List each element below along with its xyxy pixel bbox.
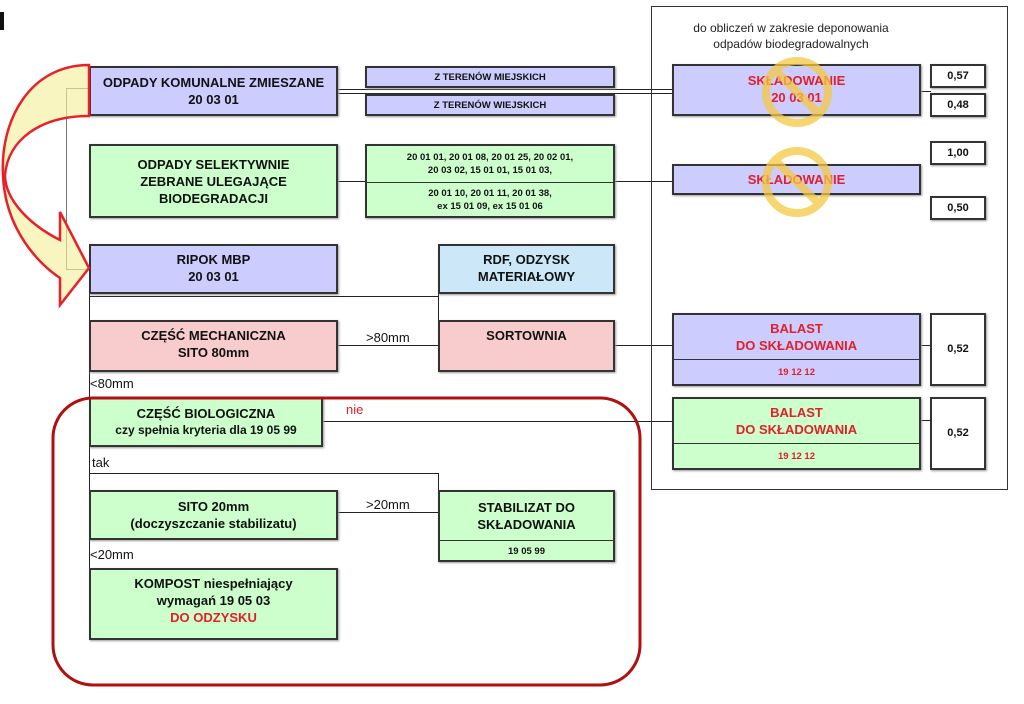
box-label: SKŁADOWANIE: [747, 172, 846, 187]
box-label: BIODEGRADACJI: [158, 190, 269, 206]
box-label: ODPADY KOMUNALNE ZMIESZANE: [102, 75, 325, 90]
box-label: DO SKŁADOWANIA: [735, 422, 858, 437]
landfill-panel: [651, 6, 1008, 490]
urban-box: Z TERENÓW MIEJSKICH: [365, 66, 615, 88]
box-label: RIPOK MBP: [176, 252, 251, 267]
box-code: 19 12 12: [778, 450, 815, 462]
panel-title-line: odpadów biodegradowalnych: [713, 37, 869, 51]
box-label: RDF, ODZYSK: [483, 252, 570, 267]
connector: [338, 512, 438, 513]
connector: [921, 345, 931, 346]
connector: [338, 93, 672, 94]
waste-codes-box: 20 01 01, 20 01 08, 20 01 25, 20 02 01, 2…: [365, 144, 615, 218]
rdf-box: RDF, ODZYSK MATERIAŁOWY: [438, 244, 615, 294]
box-label: Z TERENÓW MIEJSKICH: [434, 71, 546, 83]
landfill-box-2: SKŁADOWANIE: [672, 164, 921, 195]
label-lt80: <80mm: [90, 376, 134, 391]
box-label: czy spełnia kryteria dla 19 05 99: [115, 423, 297, 437]
connector: [89, 296, 439, 297]
mechanical-part-box: CZĘŚĆ MECHANICZNA SITO 80mm: [89, 320, 338, 372]
value-box: 0,48: [930, 93, 986, 117]
box-label: wymagań 19 05 03: [156, 593, 271, 608]
corner-mark: [0, 12, 4, 30]
connector: [66, 88, 67, 270]
codes-line: 20 01 10, 20 01 11, 20 01 38,: [428, 188, 552, 199]
box-label: BALAST: [770, 321, 823, 336]
box-code: 20 03 01: [771, 90, 822, 105]
box-label: SITO 80mm: [177, 345, 250, 360]
connector: [322, 421, 672, 422]
value-box: 0,52: [930, 313, 986, 386]
box-label: ODPADY SELEKTYWNIE: [137, 156, 290, 172]
box-label: BALAST: [770, 405, 823, 420]
codes-line: 20 03 02, 15 01 01, 15 01 03,: [427, 165, 553, 176]
panel-title: do obliczeń w zakresie deponowania odpad…: [651, 20, 931, 52]
value-box: 0,52: [930, 397, 986, 470]
box-label: SITO 20mm: [177, 499, 250, 514]
value: 1,00: [947, 146, 969, 159]
box-label: DO SKŁADOWANIA: [735, 338, 858, 353]
box-label: SKŁADOWANIA: [477, 517, 576, 532]
connector: [921, 420, 931, 421]
box-label: DO ODZYSKU: [170, 610, 257, 625]
value: 0,52: [947, 343, 969, 355]
ballast-box-2: BALAST DO SKŁADOWANIA 19 12 12: [672, 397, 921, 470]
value: 0,52: [947, 427, 969, 439]
box-label: (doczyszczanie stabilizatu): [130, 516, 297, 531]
value-box: 0,50: [930, 196, 986, 220]
box-label: SKŁADOWANIE: [747, 73, 846, 88]
value: 0,50: [947, 201, 969, 214]
connector: [338, 89, 672, 90]
box-code: 19 12 12: [778, 366, 815, 378]
connector: [921, 91, 931, 92]
box-code: 20 03 01: [188, 269, 239, 284]
value: 0,57: [947, 69, 969, 82]
sieve-20mm-box: SITO 20mm (doczyszczanie stabilizatu): [89, 490, 338, 540]
value-box: 0,57: [930, 64, 986, 88]
label-gt80: >80mm: [366, 330, 410, 345]
connector: [66, 88, 89, 89]
landfill-box-1: SKŁADOWANIE 20 03 01: [672, 64, 921, 116]
value-box: 1,00: [930, 141, 986, 165]
codes-line: 20 01 01, 20 01 08, 20 01 25, 20 02 01,: [406, 152, 574, 163]
panel-title-line: do obliczeń w zakresie deponowania: [693, 21, 889, 35]
codes-line: ex 15 01 09, ex 15 01 06: [437, 201, 543, 212]
ballast-box-1: BALAST DO SKŁADOWANIA 19 12 12: [672, 313, 921, 386]
connector: [89, 473, 439, 474]
value: 0,48: [947, 98, 969, 111]
connector: [66, 269, 89, 270]
ripok-mbp-box: RIPOK MBP 20 03 01: [89, 244, 338, 294]
box-label: Z TERENÓW WIEJSKICH: [433, 99, 547, 111]
box-label: SORTOWNIA: [486, 328, 567, 343]
box-label: MATERIAŁOWY: [477, 269, 576, 284]
rural-box: Z TERENÓW WIEJSKICH: [365, 94, 615, 116]
biological-part-box: CZĘŚĆ BIOLOGICZNA czy spełnia kryteria dl…: [89, 397, 323, 447]
stabilizate-box: STABILIZAT DO SKŁADOWANIA 19 05 99: [438, 490, 615, 562]
mixed-waste-box: ODPADY KOMUNALNE ZMIESZANE 20 03 01: [89, 66, 338, 116]
box-label: STABILIZAT DO: [477, 500, 575, 515]
box-code: 20 03 01: [188, 92, 239, 107]
box-code: 19 05 99: [508, 545, 545, 557]
label-yes: tak: [92, 455, 110, 470]
box-label: ZEBRANE ULEGAJĄCE: [140, 173, 287, 189]
connector: [438, 270, 439, 345]
label-no: nie: [346, 402, 364, 417]
box-label: CZĘŚĆ BIOLOGICZNA: [136, 406, 276, 421]
label-lt20: <20mm: [90, 547, 134, 562]
box-label: CZĘŚĆ MECHANICZNA: [141, 328, 286, 343]
compost-box: KOMPOST niespełniający wymagań 19 05 03 DO…: [89, 568, 338, 640]
sorting-box: SORTOWNIA: [438, 320, 615, 372]
label-gt20: >20mm: [366, 497, 410, 512]
box-label: KOMPOST niespełniający: [134, 576, 293, 591]
